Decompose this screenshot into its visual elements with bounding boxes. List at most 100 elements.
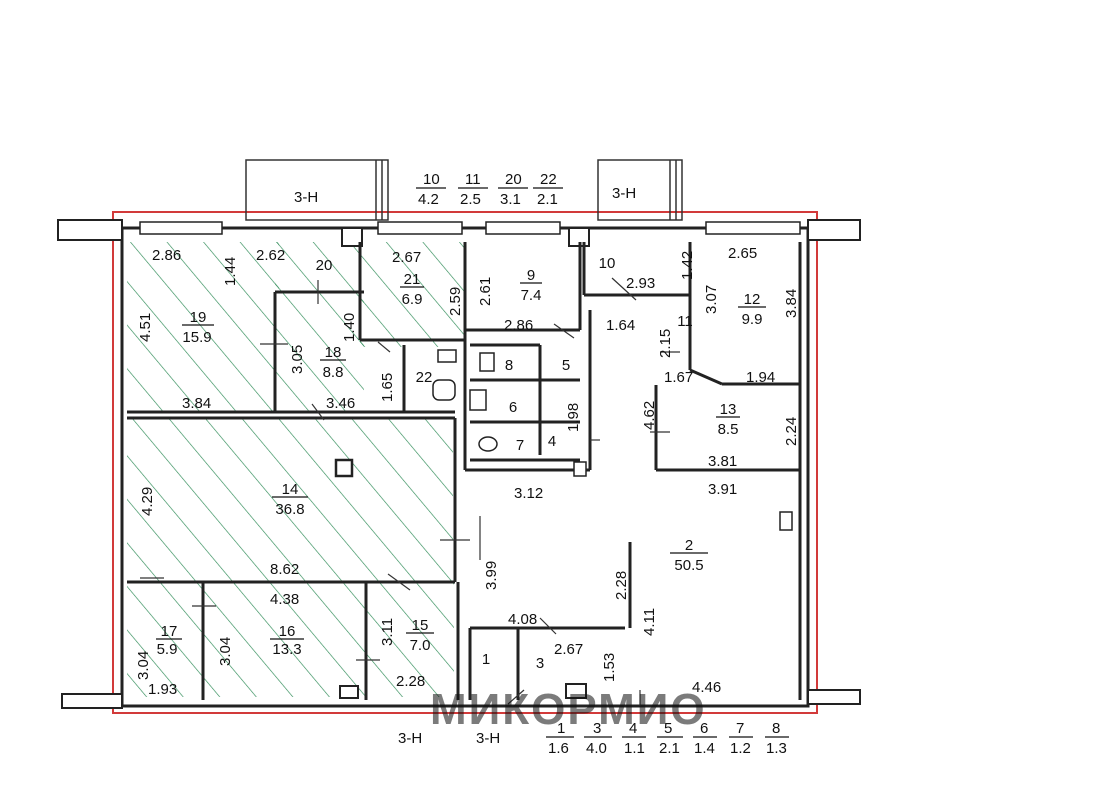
legend-num: 11	[465, 171, 481, 188]
dim-label: 4.62	[641, 401, 658, 430]
legend-num: 22	[540, 171, 557, 188]
room-area: 7.4	[521, 287, 542, 304]
room-area: 6.9	[402, 291, 423, 308]
dim-label: 4.38	[270, 591, 299, 608]
room-area: 36.8	[275, 501, 304, 518]
fixtures	[334, 349, 793, 531]
dim-label: 2.67	[392, 249, 421, 266]
legend-area: 2.1	[537, 191, 558, 208]
legend-num: 10	[423, 171, 440, 188]
dim-label: 4.08	[508, 611, 537, 628]
marker-top-right: 3-Н	[612, 185, 636, 202]
dim-label: 3.99	[483, 561, 500, 590]
room-number: 4	[548, 433, 556, 450]
dim-label: 2.86	[152, 247, 181, 264]
dim-label: 1.64	[606, 317, 635, 334]
room-number: 16	[279, 623, 296, 640]
room-area: 7.0	[410, 637, 431, 654]
dim-label: 3.91	[708, 481, 737, 498]
dim-label: 2.67	[554, 641, 583, 658]
dim-label: 1.42	[679, 251, 696, 280]
dim-label: 3.81	[708, 453, 737, 470]
room-number: 22	[416, 369, 433, 386]
dim-label: 3.05	[289, 345, 306, 374]
dim-label: 4.11	[641, 608, 658, 636]
dim-label: 2.61	[477, 277, 494, 306]
legend-num: 20	[505, 171, 522, 188]
legend-num: 8	[772, 720, 780, 737]
dim-label: 2.65	[728, 245, 757, 262]
dim-label: 2.24	[783, 417, 800, 446]
dim-label: 3.07	[703, 285, 720, 314]
hatched-areas	[127, 242, 465, 697]
room-number: 9	[527, 267, 535, 284]
dim-label: 4.46	[692, 679, 721, 696]
legend-num: 6	[700, 720, 708, 737]
marker-top-left: 3-Н	[294, 189, 318, 206]
dim-label: 3.11	[379, 618, 396, 646]
legend-num: 3	[593, 720, 601, 737]
room-labels: 19 15.9 18 8.8 21 6.9 20 22 9 7.4 10 11 …	[156, 255, 766, 672]
legend-num: 5	[664, 720, 672, 737]
legend-area: 1.1	[624, 740, 645, 757]
dim-label: 2.93	[626, 275, 655, 292]
room-number: 15	[412, 617, 429, 634]
dim-label: 1.65	[379, 373, 396, 402]
room-number: 2	[685, 537, 693, 554]
legend-area: 2.5	[460, 191, 481, 208]
room-number: 18	[325, 344, 342, 361]
dim-label: 3.12	[514, 485, 543, 502]
room-number: 17	[161, 623, 178, 640]
watermark: МИКОРМИО	[430, 685, 707, 734]
legend-num: 7	[736, 720, 744, 737]
room-number: 1	[482, 651, 490, 668]
dim-label: 3.84	[182, 395, 211, 412]
legend-area: 4.0	[586, 740, 607, 757]
legend-area: 1.2	[730, 740, 751, 757]
legend-num: 4	[629, 720, 637, 737]
dim-label: 3.04	[135, 651, 152, 680]
room-area: 9.9	[742, 311, 763, 328]
dim-label: 3.84	[783, 289, 800, 318]
top-legend: 10 4.2 11 2.5 20 3.1 22 2.1	[416, 171, 563, 208]
dim-label: 2.59	[447, 287, 464, 316]
room-area: 8.8	[323, 364, 344, 381]
dim-label: 2.28	[396, 673, 425, 690]
room-number: 14	[282, 481, 299, 498]
dim-label: 4.29	[139, 487, 156, 516]
room-area: 5.9	[157, 641, 178, 658]
dim-label: 1.67	[664, 369, 693, 386]
room-number: 11	[677, 313, 693, 330]
legend-area: 1.3	[766, 740, 787, 757]
room-area: 50.5	[674, 557, 703, 574]
legend-area: 1.4	[694, 740, 715, 757]
dim-label: 1.40	[341, 313, 358, 342]
room-number: 20	[316, 257, 333, 274]
room-area: 15.9	[182, 329, 211, 346]
dim-label: 2.86	[504, 317, 533, 334]
interior-walls	[127, 242, 802, 700]
legend-area: 1.6	[548, 740, 569, 757]
dim-label: 1.53	[601, 653, 618, 682]
dim-label: 2.62	[256, 247, 285, 264]
dim-label: 1.98	[565, 403, 582, 432]
dim-label: 3.46	[326, 395, 355, 412]
room-number: 8	[505, 357, 513, 374]
room-number: 19	[190, 309, 207, 326]
dim-label: 8.62	[270, 561, 299, 578]
legend-area: 3.1	[500, 191, 521, 208]
dimension-ticks	[140, 277, 680, 706]
marker-bottom-mid: 3-Н	[476, 730, 500, 747]
legend-num: 1	[557, 720, 565, 737]
room-number: 10	[599, 255, 616, 272]
plan-outline	[112, 211, 818, 714]
dim-label: 3.04	[217, 637, 234, 666]
outer-walls	[57, 159, 861, 709]
dim-label: 1.44	[222, 257, 239, 286]
room-number: 21	[404, 271, 421, 288]
room-number: 13	[720, 401, 737, 418]
legend-area: 4.2	[418, 191, 439, 208]
dimension-labels: 2.86 1.44 2.62 2.67 2.59 2.61 2.93 1.42 …	[135, 245, 800, 698]
room-number: 3	[536, 655, 544, 672]
